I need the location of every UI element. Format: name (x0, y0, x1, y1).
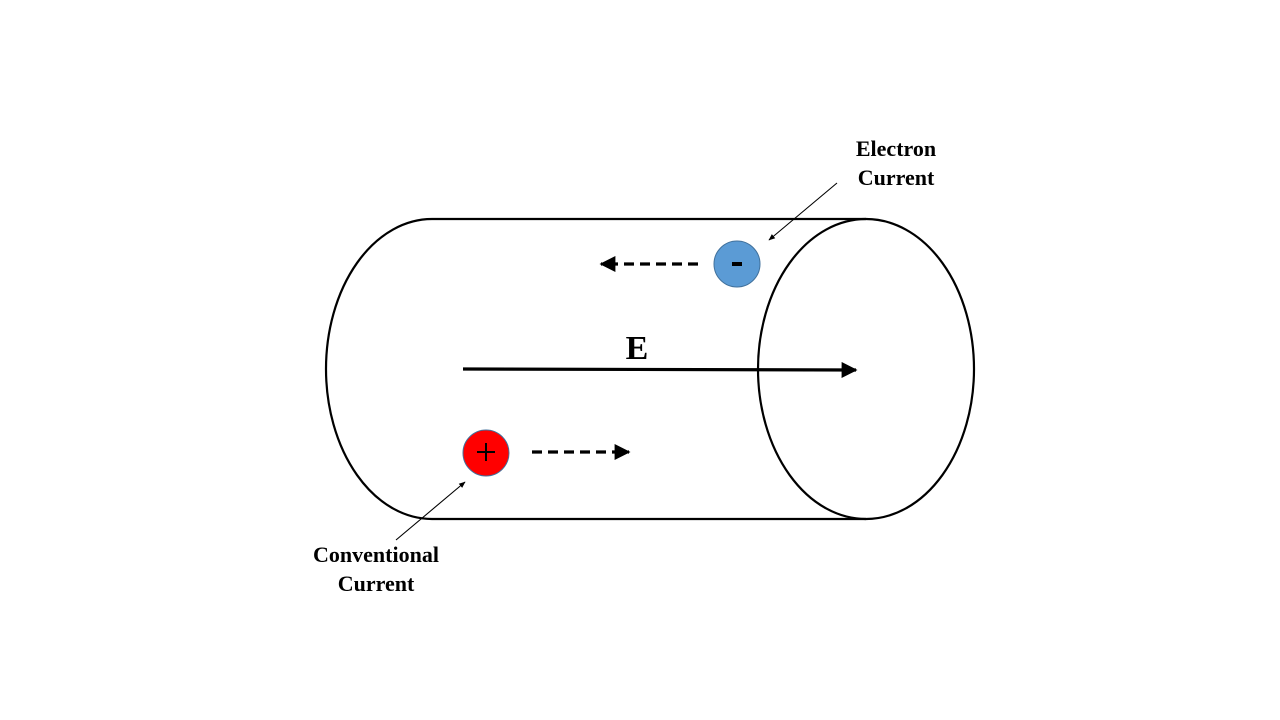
conventional-current-label-line2: Current (338, 571, 415, 596)
electron-current-annotation: Electron Current (768, 136, 936, 241)
electric-field: E (462, 330, 858, 378)
conventional-current-label-line1: Conventional (313, 542, 439, 567)
cylinder-left-cap (324, 217, 433, 521)
conventional-current-annotation: Conventional Current (313, 481, 466, 596)
positive-charge-group (462, 429, 631, 477)
electric-field-label: E (626, 330, 649, 367)
conventional-current-pointer (395, 481, 466, 541)
minus-sign-icon (732, 262, 742, 266)
electric-field-arrow (462, 361, 858, 378)
electron-group (599, 240, 761, 288)
plus-sign-icon (477, 443, 495, 461)
electron-current-label-line1: Electron (856, 136, 936, 161)
electron-current-pointer (768, 182, 838, 241)
electron-current-label-line2: Current (858, 165, 935, 190)
